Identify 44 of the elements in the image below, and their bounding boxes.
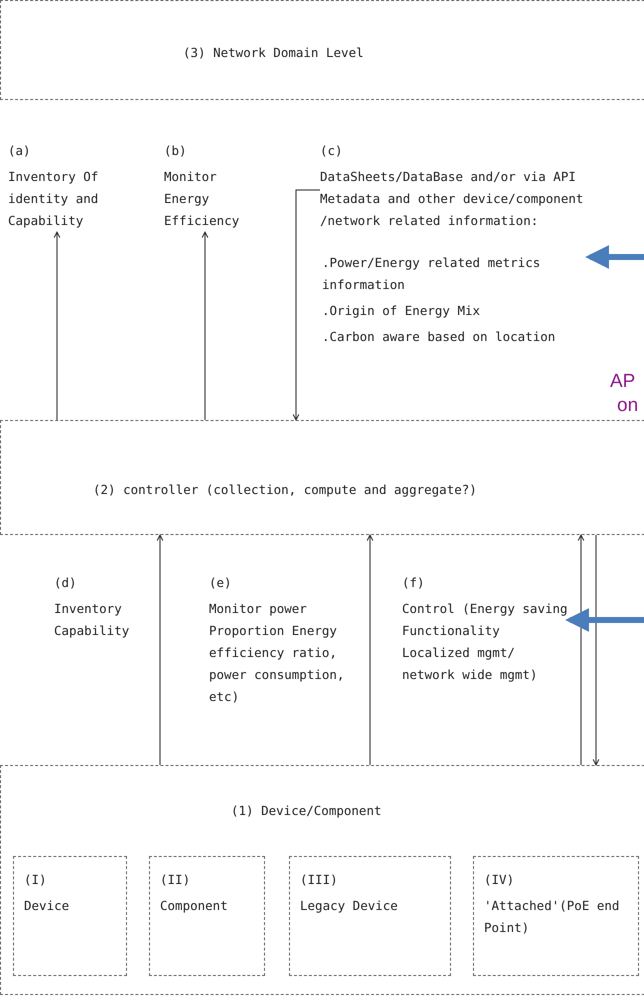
- layer-band: [0, 0, 644, 100]
- item-text: Control (Energy saving Functionality Localized mgmt/ network wide mgmt): [402, 600, 569, 684]
- item-text: Monitor power Proportion Energy efficiency ratio, power consumption, etc): [209, 600, 346, 706]
- arrow: [578, 534, 584, 766]
- layer-title: (3) Network Domain Level: [183, 44, 364, 62]
- pointer-arrow: [565, 608, 644, 632]
- item-text: .Origin of Energy Mix: [321, 302, 482, 320]
- layer-band: [0, 420, 644, 535]
- component-box: [149, 856, 265, 976]
- arrow: [366, 534, 374, 766]
- layer-band: [0, 765, 644, 995]
- arrow: [202, 231, 208, 420]
- component-box: [13, 856, 127, 976]
- item-label: (b): [164, 142, 188, 160]
- item-text: .Power/Energy related metrics information: [321, 254, 542, 294]
- arrow: [592, 534, 600, 766]
- item-label: (e): [209, 574, 233, 592]
- note-text: AP: [610, 370, 636, 394]
- item-label: (III): [300, 871, 339, 889]
- arrow: [292, 190, 320, 421]
- pointer-arrow: [585, 245, 644, 269]
- item-text: Inventory Of identity and Capability: [8, 168, 100, 230]
- component-box: [473, 856, 639, 976]
- item-text: 'Attached'(PoE end Point): [484, 897, 620, 937]
- item-label: (d): [54, 574, 78, 592]
- item-label: (f): [402, 574, 426, 592]
- layer-title: (1) Device/Component: [231, 802, 382, 820]
- item-text: Monitor Energy Efficiency: [164, 168, 240, 230]
- item-label: (c): [320, 142, 344, 160]
- item-text: DataSheets/DataBase and/or via API Metadata and other device/component /network related information:: [320, 168, 584, 230]
- item-text: .Carbon aware based on location: [321, 328, 556, 346]
- item-label: (II): [160, 871, 192, 889]
- item-text: Component: [160, 897, 229, 915]
- component-box: [289, 856, 451, 976]
- item-label: (I): [24, 871, 48, 889]
- item-text: Legacy Device: [300, 897, 399, 915]
- item-label: (IV): [484, 871, 516, 889]
- item-text: Device: [24, 897, 70, 915]
- arrow: [156, 534, 164, 766]
- item-label: (a): [8, 142, 32, 160]
- arrow: [54, 231, 60, 420]
- item-text: Inventory Capability: [54, 600, 130, 640]
- note-text: on: [617, 394, 638, 418]
- layer-title: (2) controller (collection, compute and aggregate?): [93, 481, 477, 499]
